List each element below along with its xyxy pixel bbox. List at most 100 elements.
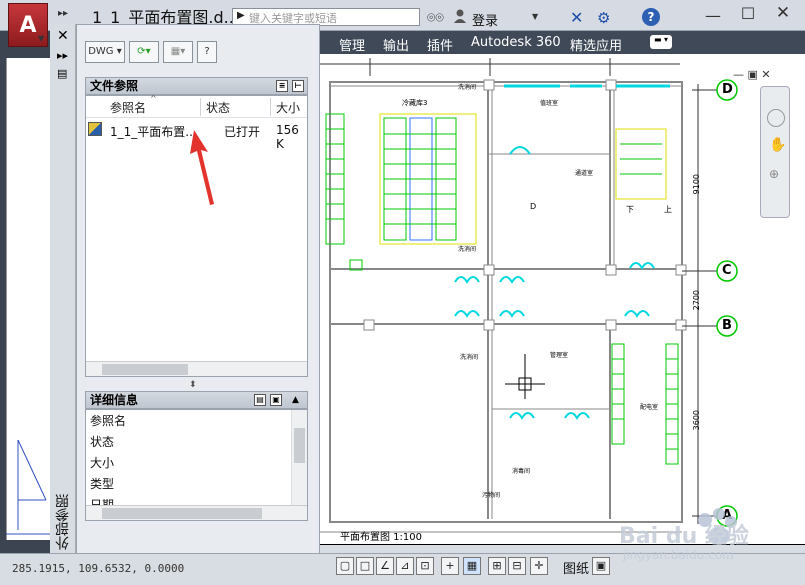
transparency-icon[interactable]: ⊞ xyxy=(488,557,506,575)
polar-tracking-icon[interactable]: ⊿ xyxy=(396,557,414,575)
grid-label-c: C xyxy=(722,263,732,278)
room-label: 洗消间 xyxy=(460,354,479,361)
sort-ascending-icon: ^ xyxy=(150,94,157,103)
quick-view-layouts-icon[interactable]: ▣ xyxy=(592,557,610,575)
pan-icon[interactable]: ✋ xyxy=(769,137,787,153)
watermark-url: jingyan.baidu.com xyxy=(623,548,734,562)
refresh-icon[interactable]: ⟳▾ xyxy=(129,41,159,63)
list-view-icon[interactable]: ≡ xyxy=(276,80,288,92)
column-separator[interactable] xyxy=(200,98,201,116)
watermark-brand: Bai du 经验 xyxy=(619,524,749,549)
ortho-mode-icon[interactable]: ∠ xyxy=(376,557,394,575)
user-icon[interactable] xyxy=(454,9,466,23)
ribbon-minimize-toggle[interactable]: ▬ ▾ xyxy=(650,35,672,49)
autodesk-a360-icon[interactable]: ⚙ xyxy=(597,9,611,27)
dimension-9100: 9100 xyxy=(692,174,701,195)
navigation-bar[interactable]: ✋ ⊕ xyxy=(760,86,790,218)
quick-access-more-icon[interactable]: ▸▸ xyxy=(58,8,69,19)
tab-output[interactable]: 输出 xyxy=(383,39,410,54)
dynamic-input-icon[interactable]: + xyxy=(441,557,459,575)
lineweight-icon[interactable]: ▦ xyxy=(463,557,481,575)
paper-space-toggle[interactable]: 图纸 xyxy=(563,562,590,577)
attach-dwg-label: DWG xyxy=(88,46,114,57)
room-label: 洗消间 xyxy=(458,246,477,253)
room-label: D xyxy=(530,202,537,211)
horizontal-scrollbar[interactable] xyxy=(86,361,307,376)
maximize-button[interactable]: ☐ xyxy=(740,4,756,23)
column-status[interactable]: 状态 xyxy=(206,101,231,115)
refresh-label: ⟳ xyxy=(137,46,146,57)
application-menu-button[interactable]: A xyxy=(8,3,48,47)
left-canvas-area xyxy=(6,58,50,540)
details-view-icon[interactable]: ▤ xyxy=(254,394,266,406)
horizontal-scrollbar[interactable] xyxy=(86,505,307,520)
search-arrow-icon[interactable]: ▶ xyxy=(237,10,245,21)
tab-manage[interactable]: 管理 xyxy=(339,39,366,54)
drawing-canvas[interactable]: D C B A 9100 2700 3600 冷藏库3 值班室 通道室 D 洗消… xyxy=(320,54,805,544)
preview-view-icon[interactable]: ▣ xyxy=(270,394,282,406)
object-snap-icon[interactable]: ⊡ xyxy=(416,557,434,575)
grid-label-b: B xyxy=(722,318,732,333)
tab-autodesk-360[interactable]: Autodesk 360 xyxy=(471,35,561,50)
snap-mode-icon[interactable]: ▢ xyxy=(336,557,354,575)
panel-splitter-icon[interactable]: ⬍ xyxy=(189,380,197,390)
binoculars-icon[interactable]: ⌾⌾ xyxy=(427,10,444,26)
selection-cycling-icon[interactable]: ✛ xyxy=(530,557,548,575)
room-label: 洗消间 xyxy=(458,84,477,91)
tab-featured-apps[interactable]: 精选应用 xyxy=(570,39,623,54)
detail-label-size: 大小 xyxy=(90,456,115,470)
app-menu-arrow-icon[interactable]: ▼ xyxy=(38,34,45,43)
palette-help-icon[interactable]: ? xyxy=(197,41,217,63)
scroll-thumb[interactable] xyxy=(294,428,305,463)
column-separator[interactable] xyxy=(270,98,271,116)
login-button[interactable]: 登录 xyxy=(472,14,499,29)
vertical-scrollbar[interactable] xyxy=(291,410,307,505)
palette-properties-icon[interactable]: ▤ xyxy=(57,67,68,80)
baidu-watermark: Bai du 经验 jingyan.baidu.com xyxy=(615,500,785,570)
auto-hide-icon[interactable]: ▸▸ xyxy=(57,49,69,62)
steering-wheel-icon[interactable] xyxy=(767,109,785,127)
grid-label-a: A xyxy=(722,508,733,523)
details-header: 详细信息 ▤ ▣ ▲ xyxy=(85,391,308,409)
exchange-apps-icon[interactable]: ✕ xyxy=(570,8,584,27)
file-size-cell: 156 K xyxy=(276,123,299,151)
file-name-cell: 1_1_平面布置... xyxy=(110,125,197,139)
collapse-icon[interactable]: ▲ xyxy=(292,395,299,405)
minimize-button[interactable]: — xyxy=(705,6,721,25)
search-placeholder: 键入关键字或短语 xyxy=(249,12,337,25)
room-label: 通道室 xyxy=(575,170,594,177)
search-input[interactable]: ▶ 键入关键字或短语 xyxy=(232,8,420,26)
room-label: 值班室 xyxy=(540,100,559,107)
chevron-down-icon[interactable]: ▼ xyxy=(532,12,539,21)
palette-title-bar[interactable]: ✕ ▸▸ ▤ 外部参照 xyxy=(50,24,76,564)
scroll-thumb[interactable] xyxy=(102,364,188,375)
column-reference-name[interactable]: 参照名 xyxy=(110,101,147,115)
stair-label-up: 上 xyxy=(664,205,672,214)
attach-dwg-button[interactable]: DWG ▾ xyxy=(85,41,125,63)
file-status-cell: 已打开 xyxy=(224,125,261,139)
stair-label-down: 下 xyxy=(626,205,634,214)
scroll-thumb[interactable] xyxy=(102,508,262,519)
detail-label-date: 日期 xyxy=(90,498,115,505)
viewport-window-controls[interactable]: — ▣ ✕ xyxy=(733,68,771,81)
left-canvas-geometry xyxy=(6,439,50,535)
column-size[interactable]: 大小 xyxy=(276,101,301,115)
detail-label-reference-name: 参照名 xyxy=(90,414,127,428)
table-row[interactable]: 1_1_平面布置... 已打开 156 K xyxy=(86,121,307,151)
room-label: 配电室 xyxy=(640,404,659,411)
grid-display-icon[interactable]: □ xyxy=(356,557,374,575)
details-title: 详细信息 xyxy=(90,393,139,407)
file-references-title: 文件参照 xyxy=(90,79,139,93)
palette-close-icon[interactable]: ✕ xyxy=(57,28,69,44)
detail-label-status: 状态 xyxy=(90,435,115,449)
change-path-icon[interactable]: ▦▾ xyxy=(163,41,193,63)
details-panel: 参照名 状态 大小 类型 日期 xyxy=(85,409,308,521)
help-icon[interactable]: ? xyxy=(642,8,660,26)
tree-view-icon[interactable]: ⊢ xyxy=(292,80,304,92)
detail-label-type: 类型 xyxy=(90,477,115,491)
tab-plugins[interactable]: 插件 xyxy=(427,39,454,54)
file-references-header: 文件参照 ≡ ⊢ xyxy=(85,77,308,95)
zoom-icon[interactable]: ⊕ xyxy=(769,167,780,181)
quick-properties-icon[interactable]: ⊟ xyxy=(508,557,526,575)
close-button[interactable]: ✕ xyxy=(775,3,791,23)
